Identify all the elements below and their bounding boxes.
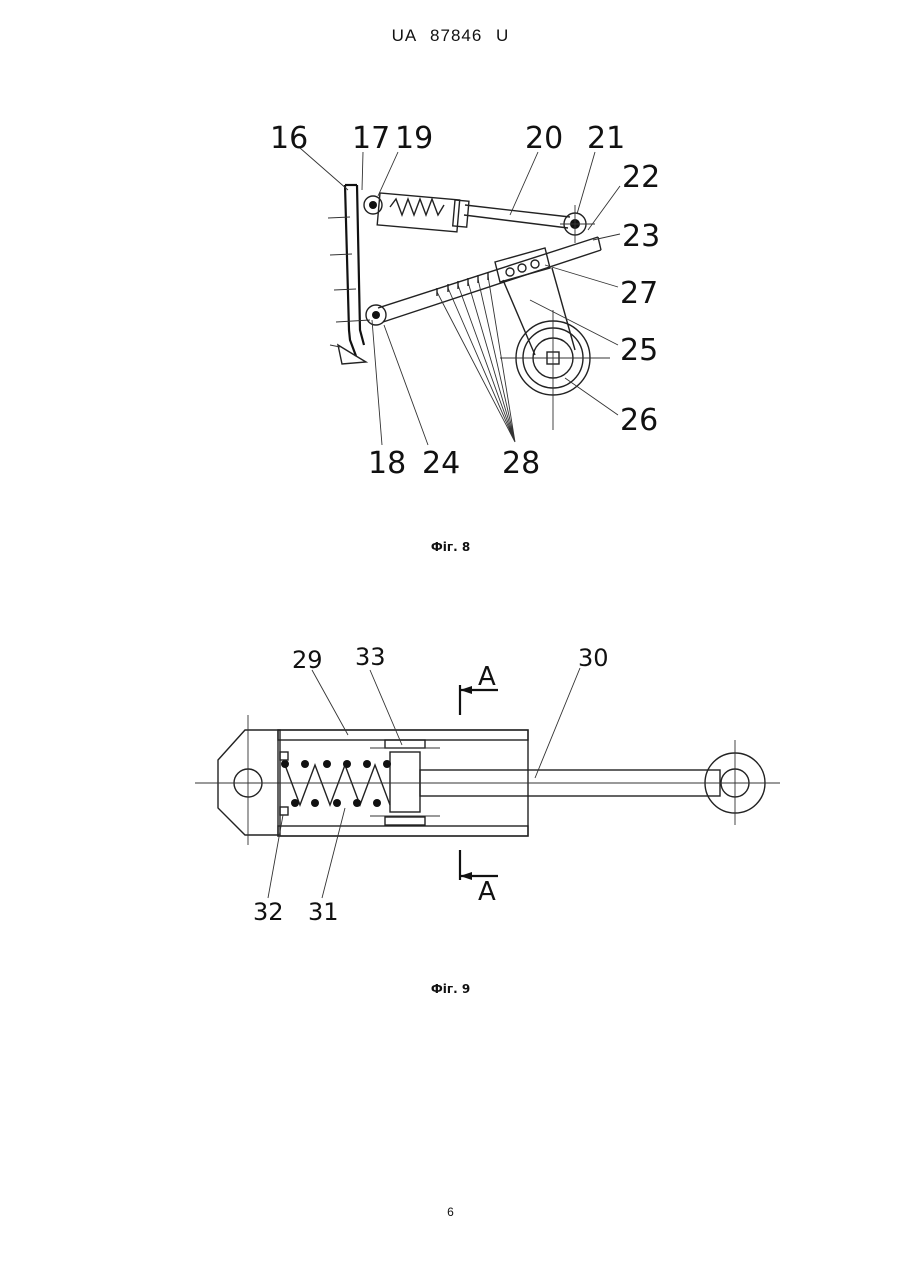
- page-number: 6: [0, 1205, 901, 1219]
- label-30: 30: [578, 644, 609, 672]
- document-header: UA 87846 U: [0, 26, 901, 46]
- label-17: 17: [352, 121, 390, 156]
- label-21: 21: [587, 121, 625, 156]
- label-33: 33: [355, 643, 386, 671]
- label-22: 22: [622, 160, 660, 195]
- figure-8-caption: Фіг. 8: [0, 540, 901, 554]
- section-mark-bottom: A: [478, 877, 496, 907]
- label-31: 31: [308, 898, 339, 926]
- label-23: 23: [622, 219, 660, 254]
- spring-31: [285, 765, 390, 805]
- label-27: 27: [620, 276, 658, 311]
- label-16: 16: [270, 121, 308, 156]
- section-mark-top: A: [478, 662, 496, 692]
- label-24: 24: [422, 446, 460, 481]
- cylinder-body: [377, 193, 459, 232]
- lower-beam: [378, 237, 601, 322]
- frame-bar: [345, 185, 356, 356]
- label-25: 25: [620, 333, 658, 368]
- label-26: 26: [620, 403, 658, 438]
- piston-rod: [464, 205, 570, 228]
- label-29: 29: [292, 646, 323, 674]
- figure-9-caption: Фіг. 9: [0, 982, 901, 996]
- label-20: 20: [525, 121, 563, 156]
- label-18: 18: [368, 446, 406, 481]
- label-28: 28: [502, 446, 540, 481]
- piston-33: [390, 752, 420, 812]
- figure-8-drawing: 16 17 19 20 21 22 23 27 25 26 18 24 28: [0, 100, 901, 540]
- cylinder-29: [278, 730, 528, 740]
- figure-9-drawing: 29 33 30 32 31 A A: [0, 640, 901, 940]
- label-19: 19: [395, 121, 433, 156]
- label-32: 32: [253, 898, 284, 926]
